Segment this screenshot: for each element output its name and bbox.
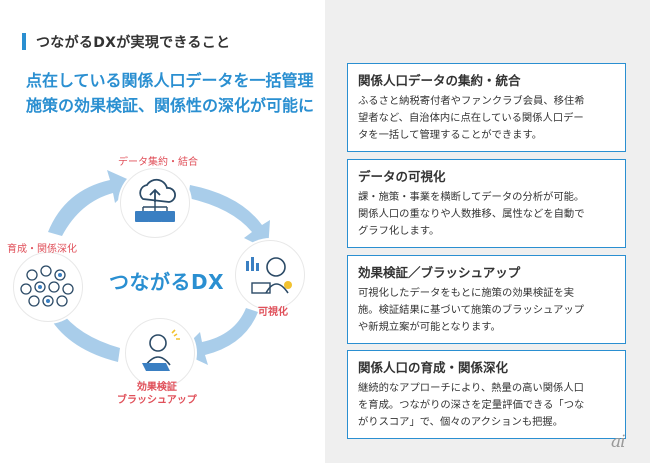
card-line: 課・施策・事業を横断してデータの分析が可能。: [358, 191, 585, 203]
lead-text: 点在している関係人口データを一括管理 施策の効果検証、関係性の深化が可能に: [26, 68, 326, 118]
node-collect-label: データ集約・結合: [118, 157, 198, 168]
card-visualize: データの可視化 課・施策・事業を横断してデータの分析が可能。 関係人口の重なりや…: [347, 159, 626, 248]
center-title: つながるDX: [109, 270, 225, 294]
card-line: を育成。つながりの深さを定量評価できる「つな: [358, 399, 585, 411]
card-body: 継続的なアプローチにより、熱量の高い関係人口 を育成。つながりの深さを定量評価で…: [358, 380, 616, 431]
card-line: 施。検証結果に基づいて施策のブラッシュアップ: [358, 304, 585, 316]
card-line: 可視化したデータをもとに施策の効果検証を実: [358, 287, 575, 299]
card-title: データの可視化: [358, 169, 446, 184]
card-body: 課・施策・事業を横断してデータの分析が可能。 関係人口の重なりや人数推移、属性な…: [358, 189, 616, 240]
arrow-verify-to-deepen: [42, 292, 120, 362]
node-verify-label-line2: ブラッシュアップ: [117, 395, 197, 406]
card-title: 効果検証／ブラッシュアップ: [358, 265, 521, 280]
card-title: 関係人口データの集約・統合: [358, 73, 521, 88]
node-visualize: [235, 240, 305, 310]
card-line: がりスコア」で、個々のアクションも把握。: [358, 416, 564, 428]
arrow-deepen-to-collect: [48, 170, 136, 236]
card-line: 関係人口の重なりや人数推移、属性などを自動で: [358, 208, 585, 220]
card-body: 可視化したデータをもとに施策の効果検証を実 施。検証結果に基づいて施策のブラッシ…: [358, 285, 616, 336]
card-line: グラフ化します。: [358, 225, 440, 237]
card-title: 関係人口の育成・関係深化: [358, 360, 509, 375]
cloud-upload-folders-icon: [135, 178, 176, 222]
publisher-logo: ai: [611, 432, 626, 452]
node-verify: [125, 318, 195, 388]
lead-line-1: 点在している関係人口データを一括管理: [26, 71, 314, 90]
card-body: ふるさと納税寄付者やファンクラブ会員、移住希 望者など、自治体内に点在している関…: [358, 93, 616, 144]
card-deepen: 関係人口の育成・関係深化 継続的なアプローチにより、熱量の高い関係人口 を育成。…: [347, 350, 626, 439]
card-line: 継続的なアプローチにより、熱量の高い関係人口: [358, 382, 584, 394]
card-verify: 効果検証／ブラッシュアップ 可視化したデータをもとに施策の効果検証を実 施。検証…: [347, 255, 626, 344]
crowd-of-people-icon: [20, 265, 74, 307]
section-title: つながるDXが実現できること: [36, 35, 231, 51]
card-line: タを一括して管理することができます。: [358, 129, 543, 141]
card-line: や新規立案が可能となります。: [358, 321, 501, 333]
analyst-with-charts-icon: [246, 257, 292, 294]
cycle-arrows: [42, 170, 270, 365]
node-verify-label: 効果検証 ブラッシュアップ: [117, 381, 197, 407]
node-verify-label-line1: 効果検証: [136, 382, 177, 393]
node-deepen-label: 育成・関係深化: [7, 244, 77, 255]
card-line: 望者など、自治体内に点在している関係人口デー: [358, 112, 584, 124]
card-line: ふるさと納税寄付者やファンクラブ会員、移住希: [358, 95, 585, 107]
node-visualize-label: 可視化: [258, 307, 288, 318]
header-accent-bar: [22, 33, 26, 50]
node-collect: [120, 168, 190, 238]
arrow-collect-to-visualize: [188, 185, 270, 250]
arrow-visualize-to-verify: [180, 308, 258, 365]
person-at-laptop-idea-icon: [142, 329, 180, 371]
node-deepen: [13, 252, 83, 322]
lead-line-2: 施策の効果検証、関係性の深化が可能に: [26, 96, 315, 115]
card-collect: 関係人口データの集約・統合 ふるさと納税寄付者やファンクラブ会員、移住希 望者な…: [347, 63, 626, 152]
